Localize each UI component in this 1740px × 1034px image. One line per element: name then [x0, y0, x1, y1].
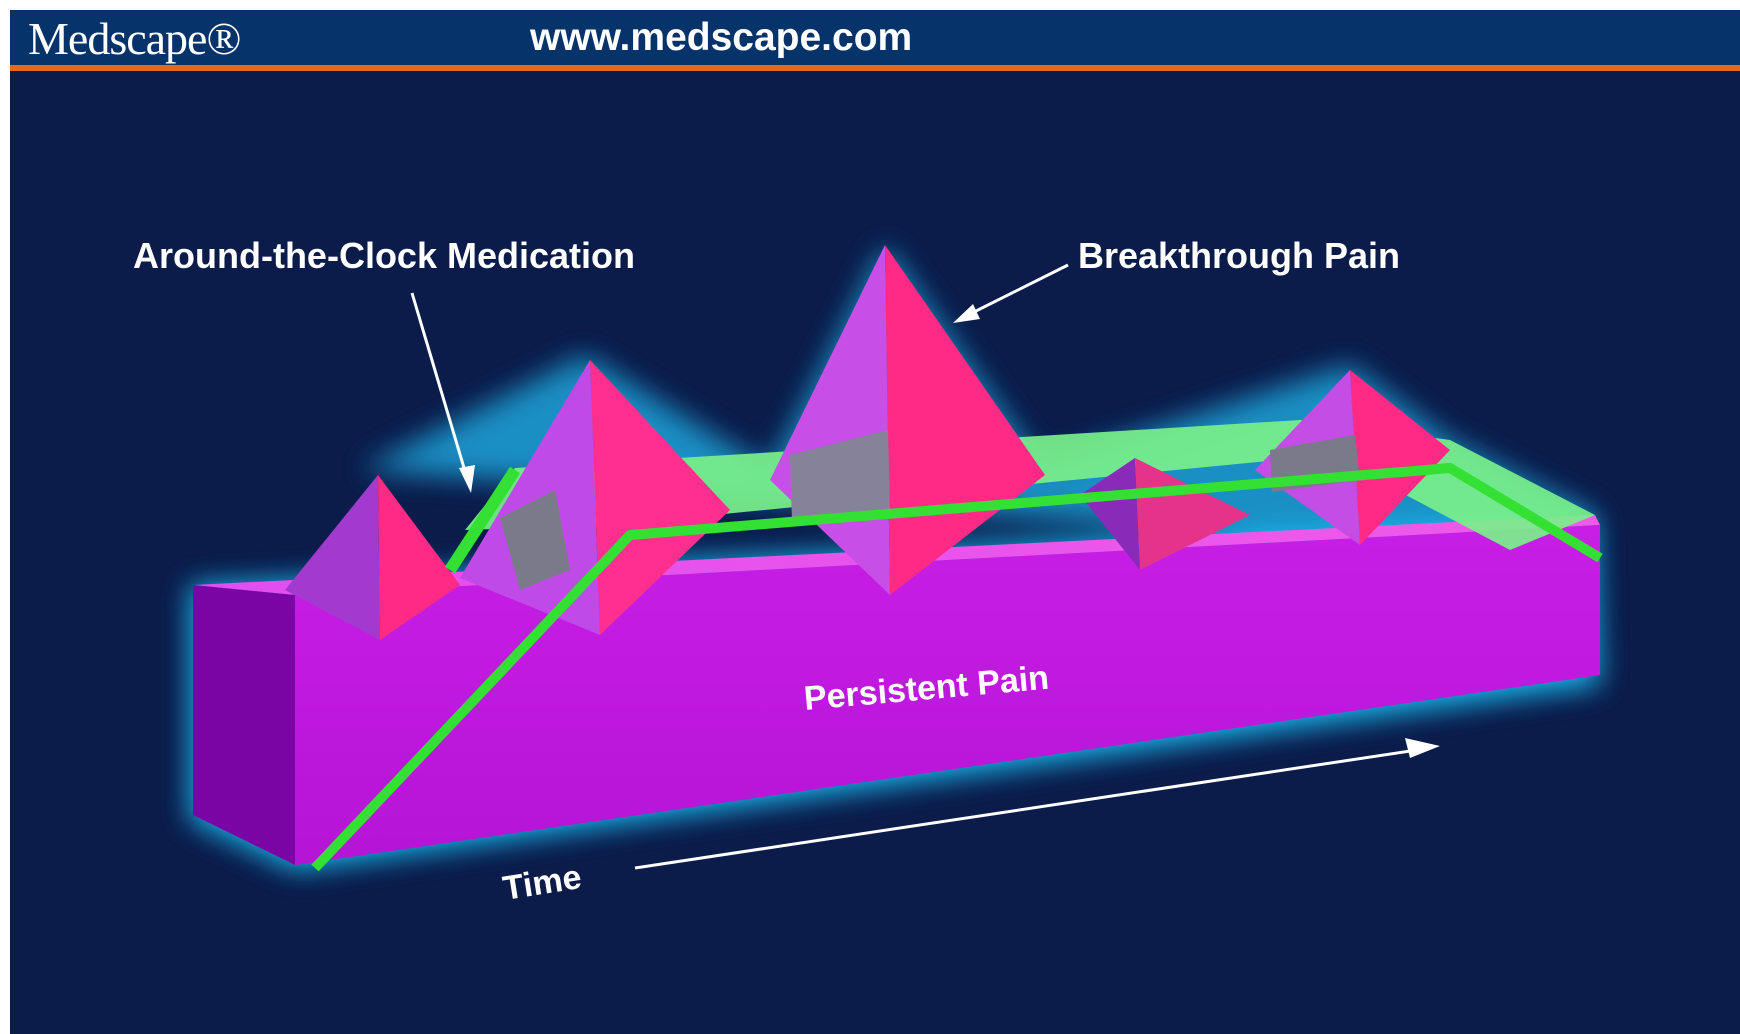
pain-diagram: Persistent Pain Time Around-the-Clock Me… [133, 235, 1603, 908]
slide: Medscape® www.medscape.com [10, 10, 1740, 1034]
block-side-face [193, 585, 295, 865]
medication-arrow-head [459, 465, 475, 493]
time-arrow-head [1405, 738, 1440, 758]
medscape-logo: Medscape® [28, 13, 241, 64]
medication-line [311, 463, 1603, 872]
breakthrough-pain-label: Breakthrough Pain [1078, 235, 1400, 276]
time-arrow-line [634, 746, 1431, 870]
medication-rise [444, 466, 521, 574]
spike-2 [460, 360, 730, 635]
spike-1 [285, 475, 460, 640]
medication-label: Around-the-Clock Medication [133, 235, 635, 276]
spike-4 [1080, 458, 1250, 570]
header-bar: Medscape® www.medscape.com [10, 10, 1740, 71]
site-url: www.medscape.com [530, 16, 913, 59]
breakthrough-arrow-line [967, 263, 1069, 317]
medication-arrow-line [410, 292, 469, 479]
breakthrough-arrow-head [953, 304, 980, 323]
time-label: Time [500, 858, 584, 908]
